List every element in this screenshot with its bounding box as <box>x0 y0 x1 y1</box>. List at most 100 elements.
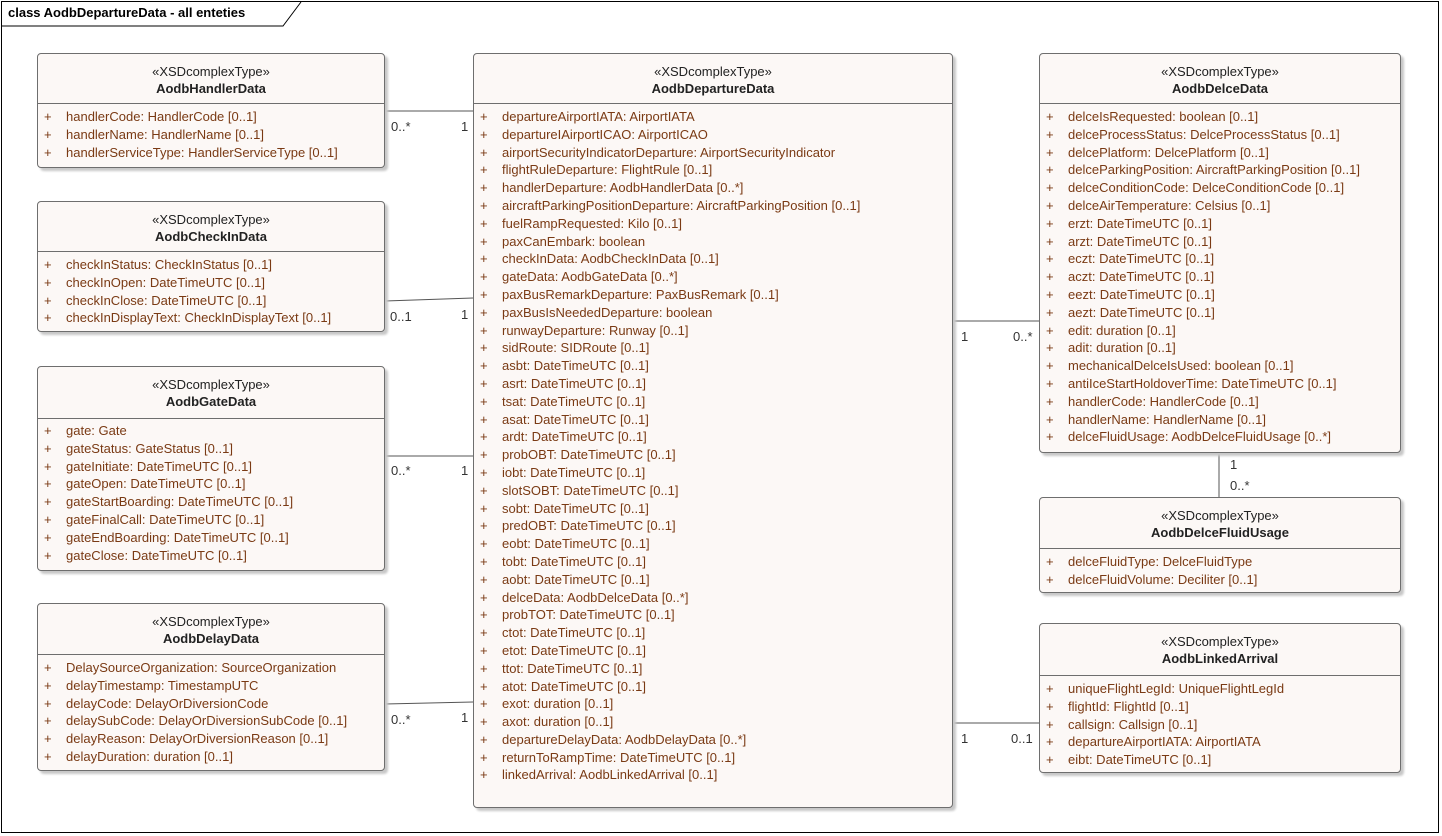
class-attribute[interactable]: +delceData: AodbDelceData [0..*] <box>474 589 952 607</box>
class-attribute[interactable]: +delayReason: DelayOrDiversionReason [0.… <box>38 730 384 748</box>
class-aodb-delce-fluid-usage[interactable]: «XSDcomplexType» AodbDelceFluidUsage +de… <box>1039 497 1401 593</box>
class-attribute[interactable]: +handlerCode: HandlerCode [0..1] <box>1040 393 1400 411</box>
class-attribute[interactable]: +ardt: DateTimeUTC [0..1] <box>474 428 952 446</box>
class-attribute[interactable]: +checkInClose: DateTimeUTC [0..1] <box>38 292 384 310</box>
class-attribute[interactable]: +sidRoute: SIDRoute [0..1] <box>474 339 952 357</box>
class-attribute[interactable]: +delceFluidVolume: Deciliter [0..1] <box>1040 571 1400 589</box>
class-attribute[interactable]: +ttot: DateTimeUTC [0..1] <box>474 660 952 678</box>
class-attribute[interactable]: +callsign: Callsign [0..1] <box>1040 716 1400 734</box>
class-attribute[interactable]: +flightRuleDeparture: FlightRule [0..1] <box>474 161 952 179</box>
class-attribute[interactable]: +departureAirportIATA: AirportIATA <box>1040 733 1400 751</box>
class-attribute[interactable]: +handlerServiceType: HandlerServiceType … <box>38 144 384 162</box>
class-attribute[interactable]: +departureIAirportICAO: AirportICAO <box>474 126 952 144</box>
visibility-public-marker: + <box>480 500 488 516</box>
class-attribute[interactable]: +antiIceStartHoldoverTime: DateTimeUTC [… <box>1040 375 1400 393</box>
class-attribute[interactable]: +mechanicalDelceIsUsed: boolean [0..1] <box>1040 357 1400 375</box>
class-attribute[interactable]: +arzt: DateTimeUTC [0..1] <box>1040 233 1400 251</box>
class-attribute[interactable]: +fuelRampRequested: Kilo [0..1] <box>474 215 952 233</box>
mult-checkin-source: 0..1 <box>390 309 412 324</box>
class-attribute[interactable]: +handlerCode: HandlerCode [0..1] <box>38 108 384 126</box>
class-attribute[interactable]: +eibt: DateTimeUTC [0..1] <box>1040 751 1400 769</box>
class-attribute[interactable]: +paxCanEmbark: boolean <box>474 233 952 251</box>
visibility-public-marker: + <box>44 292 52 308</box>
class-attribute[interactable]: +probTOT: DateTimeUTC [0..1] <box>474 606 952 624</box>
class-attribute[interactable]: +tobt: DateTimeUTC [0..1] <box>474 553 952 571</box>
class-attribute[interactable]: +checkInData: AodbCheckInData [0..1] <box>474 250 952 268</box>
attribute-text: asrt: DateTimeUTC [0..1] <box>502 375 646 391</box>
class-attribute[interactable]: +delceProcessStatus: DelceProcessStatus … <box>1040 126 1400 144</box>
class-attribute[interactable]: +gate: Gate <box>38 422 384 440</box>
class-attribute[interactable]: +paxBusIsNeededDeparture: boolean <box>474 304 952 322</box>
class-attribute[interactable]: +ctot: DateTimeUTC [0..1] <box>474 624 952 642</box>
class-attribute[interactable]: +airportSecurityIndicatorDeparture: Airp… <box>474 144 952 162</box>
class-attribute[interactable]: +gateClose: DateTimeUTC [0..1] <box>38 547 384 565</box>
class-attribute[interactable]: +eezt: DateTimeUTC [0..1] <box>1040 286 1400 304</box>
class-attribute[interactable]: +delceFluidUsage: AodbDelceFluidUsage [0… <box>1040 428 1400 446</box>
class-attribute[interactable]: +handlerDeparture: AodbHandlerData [0..*… <box>474 179 952 197</box>
class-attribute[interactable]: +predOBT: DateTimeUTC [0..1] <box>474 517 952 535</box>
class-attribute[interactable]: +gateData: AodbGateData [0..*] <box>474 268 952 286</box>
class-aodb-departure-data[interactable]: «XSDcomplexType» AodbDepartureData +depa… <box>473 53 953 808</box>
class-attribute[interactable]: +flightId: FlightId [0..1] <box>1040 698 1400 716</box>
class-attribute[interactable]: +slotSOBT: DateTimeUTC [0..1] <box>474 482 952 500</box>
class-attribute[interactable]: +departureAirportIATA: AirportIATA <box>474 108 952 126</box>
class-attribute[interactable]: +asrt: DateTimeUTC [0..1] <box>474 375 952 393</box>
class-attribute[interactable]: +gateStatus: GateStatus [0..1] <box>38 440 384 458</box>
class-aodb-delay-data[interactable]: «XSDcomplexType» AodbDelayData +DelaySou… <box>37 603 385 771</box>
class-attribute[interactable]: +delceIsRequested: boolean [0..1] <box>1040 108 1400 126</box>
class-attribute[interactable]: +delayTimestamp: TimestampUTC <box>38 677 384 695</box>
class-attribute[interactable]: +tsat: DateTimeUTC [0..1] <box>474 393 952 411</box>
class-attribute[interactable]: +aobt: DateTimeUTC [0..1] <box>474 571 952 589</box>
class-attribute[interactable]: +checkInDisplayText: CheckInDisplayText … <box>38 309 384 327</box>
class-attribute[interactable]: +delaySubCode: DelayOrDiversionSubCode [… <box>38 712 384 730</box>
class-attribute[interactable]: +sobt: DateTimeUTC [0..1] <box>474 500 952 518</box>
class-attribute[interactable]: +aczt: DateTimeUTC [0..1] <box>1040 268 1400 286</box>
class-attribute[interactable]: +atot: DateTimeUTC [0..1] <box>474 678 952 696</box>
class-attribute[interactable]: +gateInitiate: DateTimeUTC [0..1] <box>38 458 384 476</box>
class-attribute[interactable]: +linkedArrival: AodbLinkedArrival [0..1] <box>474 766 952 784</box>
class-attribute[interactable]: +exot: duration [0..1] <box>474 695 952 713</box>
class-attribute[interactable]: +iobt: DateTimeUTC [0..1] <box>474 464 952 482</box>
class-attribute[interactable]: +eczt: DateTimeUTC [0..1] <box>1040 250 1400 268</box>
class-attribute[interactable]: +delcePlatform: DelcePlatform [0..1] <box>1040 144 1400 162</box>
class-attribute[interactable]: +runwayDeparture: Runway [0..1] <box>474 322 952 340</box>
class-aodb-gate-data[interactable]: «XSDcomplexType» AodbGateData +gate: Gat… <box>37 366 385 571</box>
class-attribute[interactable]: +uniqueFlightLegId: UniqueFlightLegId <box>1040 680 1400 698</box>
class-attribute[interactable]: +aircraftParkingPositionDeparture: Aircr… <box>474 197 952 215</box>
class-attribute[interactable]: +asat: DateTimeUTC [0..1] <box>474 411 952 429</box>
class-attribute[interactable]: +erzt: DateTimeUTC [0..1] <box>1040 215 1400 233</box>
class-attribute[interactable]: +departureDelayData: AodbDelayData [0..*… <box>474 731 952 749</box>
class-aodb-delce-data[interactable]: «XSDcomplexType» AodbDelceData +delceIsR… <box>1039 53 1401 453</box>
class-aodb-handler-data[interactable]: «XSDcomplexType» AodbHandlerData +handle… <box>37 53 385 168</box>
class-attribute[interactable]: +axot: duration [0..1] <box>474 713 952 731</box>
class-attribute[interactable]: +delayCode: DelayOrDiversionCode <box>38 695 384 713</box>
class-attribute[interactable]: +probOBT: DateTimeUTC [0..1] <box>474 446 952 464</box>
attribute-text: probOBT: DateTimeUTC [0..1] <box>502 447 676 463</box>
class-attribute[interactable]: +adit: duration [0..1] <box>1040 339 1400 357</box>
attribute-list: +DelaySourceOrganization: SourceOrganiza… <box>38 655 384 766</box>
class-attribute[interactable]: +asbt: DateTimeUTC [0..1] <box>474 357 952 375</box>
class-attribute[interactable]: +returnToRampTime: DateTimeUTC [0..1] <box>474 749 952 767</box>
class-attribute[interactable]: +gateOpen: DateTimeUTC [0..1] <box>38 475 384 493</box>
class-attribute[interactable]: +delceParkingPosition: AircraftParkingPo… <box>1040 161 1400 179</box>
class-aodb-linked-arrival[interactable]: «XSDcomplexType» AodbLinkedArrival +uniq… <box>1039 623 1401 773</box>
class-attribute[interactable]: +delceAirTemperature: Celsius [0..1] <box>1040 197 1400 215</box>
class-attribute[interactable]: +gateEndBoarding: DateTimeUTC [0..1] <box>38 529 384 547</box>
class-attribute[interactable]: +delayDuration: duration [0..1] <box>38 748 384 766</box>
class-attribute[interactable]: +DelaySourceOrganization: SourceOrganiza… <box>38 659 384 677</box>
class-attribute[interactable]: +handlerName: HandlerName [0..1] <box>38 126 384 144</box>
class-attribute[interactable]: +aezt: DateTimeUTC [0..1] <box>1040 304 1400 322</box>
class-attribute[interactable]: +paxBusRemarkDeparture: PaxBusRemark [0.… <box>474 286 952 304</box>
class-aodb-checkin-data[interactable]: «XSDcomplexType» AodbCheckInData +checkI… <box>37 201 385 332</box>
class-attribute[interactable]: +edit: duration [0..1] <box>1040 322 1400 340</box>
visibility-public-marker: + <box>480 429 488 445</box>
class-attribute[interactable]: +eobt: DateTimeUTC [0..1] <box>474 535 952 553</box>
class-attribute[interactable]: +delceConditionCode: DelceConditionCode … <box>1040 179 1400 197</box>
class-attribute[interactable]: +checkInOpen: DateTimeUTC [0..1] <box>38 274 384 292</box>
class-attribute[interactable]: +etot: DateTimeUTC [0..1] <box>474 642 952 660</box>
class-attribute[interactable]: +handlerName: HandlerName [0..1] <box>1040 411 1400 429</box>
class-attribute[interactable]: +delceFluidType: DelceFluidType <box>1040 553 1400 571</box>
class-attribute[interactable]: +gateStartBoarding: DateTimeUTC [0..1] <box>38 493 384 511</box>
class-attribute[interactable]: +gateFinalCall: DateTimeUTC [0..1] <box>38 511 384 529</box>
class-attribute[interactable]: +checkInStatus: CheckInStatus [0..1] <box>38 256 384 274</box>
